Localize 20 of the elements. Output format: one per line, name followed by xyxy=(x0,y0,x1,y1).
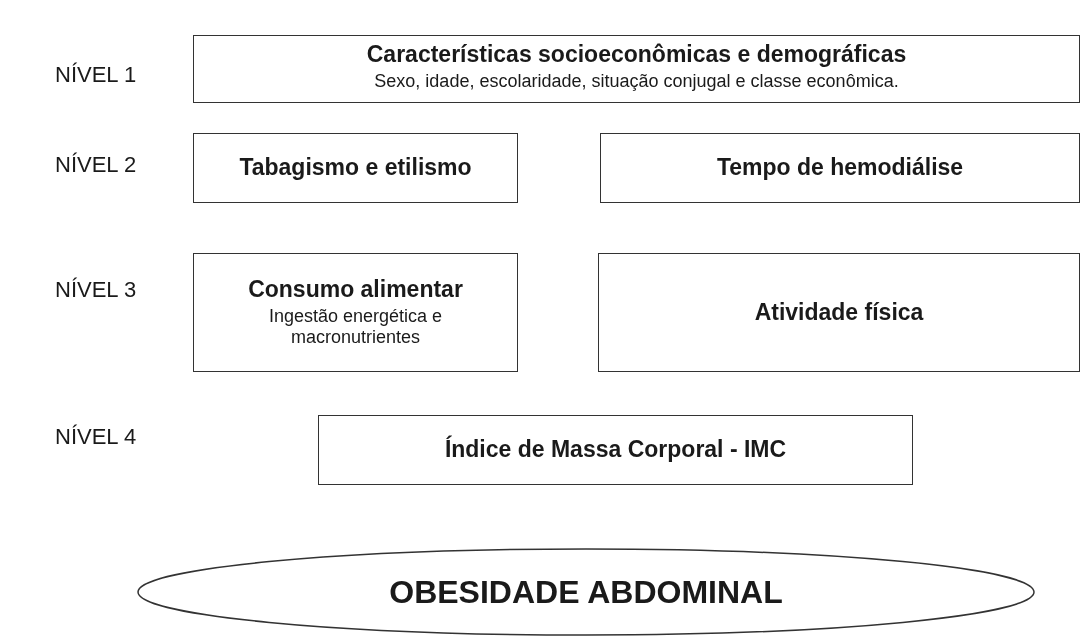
factor-box xyxy=(600,133,1080,203)
factor-box xyxy=(193,133,518,203)
factor-box xyxy=(598,253,1080,372)
level-label: NÍVEL 1 xyxy=(55,62,137,88)
factor-description: Ingestão energética e macronutrientes xyxy=(268,305,443,349)
factor-heading: Características socioeconômicas e demográficas xyxy=(366,41,907,69)
outcome-ellipse xyxy=(137,548,1035,636)
factor-heading: Tabagismo e etilismo xyxy=(239,154,472,182)
level-label: NÍVEL 2 xyxy=(55,152,137,178)
factor-description: Sexo, idade, escolaridade, situação conjugal e classe econômica. xyxy=(374,71,899,93)
factor-heading: Tempo de hemodiálise xyxy=(716,154,964,182)
level-label: NÍVEL 4 xyxy=(55,424,137,450)
level-label: NÍVEL 3 xyxy=(55,277,137,303)
factor-box xyxy=(318,415,913,485)
factor-heading: Atividade física xyxy=(754,298,924,327)
factor-box xyxy=(193,253,518,372)
factor-heading: OBESIDADE ABDOMINAL xyxy=(389,572,783,612)
factor-heading: Consumo alimentar xyxy=(248,276,463,304)
factor-heading: Índice de Massa Corporal - IMC xyxy=(444,436,787,464)
factor-box xyxy=(193,35,1080,103)
